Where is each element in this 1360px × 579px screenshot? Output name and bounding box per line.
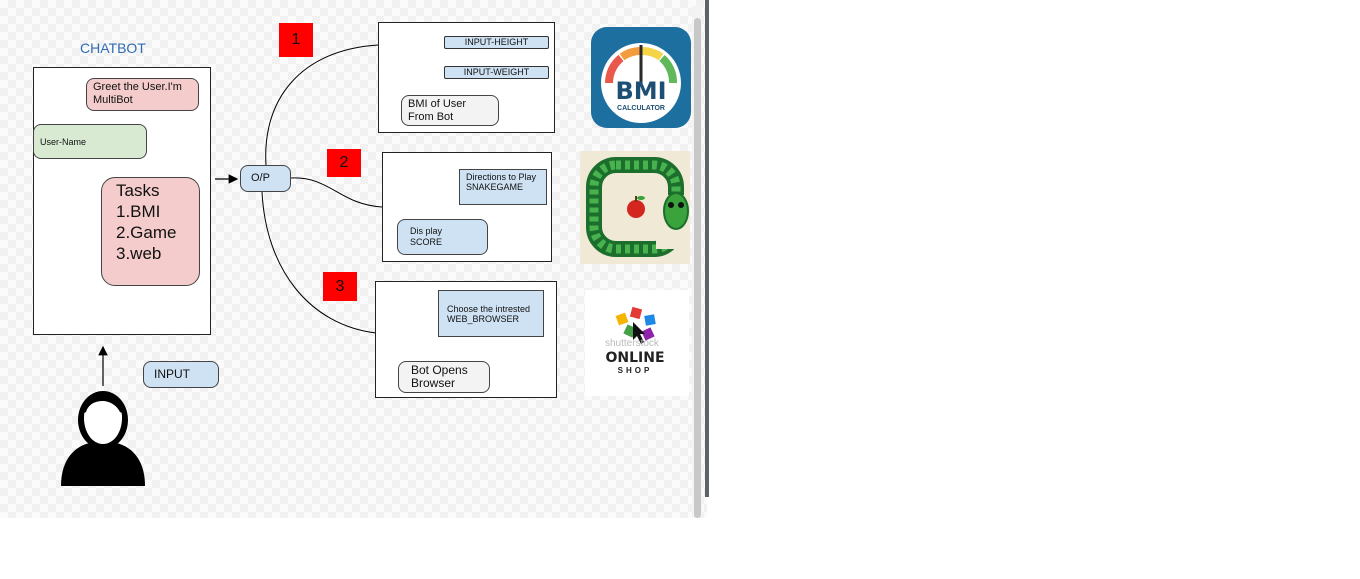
connector-layer (98, 44, 384, 386)
task-item-web: 3.web (116, 244, 162, 263)
diagram-canvas: CHATBOT Greet the User.I'm MultiBot User… (0, 0, 707, 518)
branch-badge-2: 2 (327, 149, 361, 177)
online-shop-icon: shutterstock ONLINE SHOP (585, 290, 689, 396)
game-directions-note: Directions to Play SNAKEGAME (459, 169, 547, 205)
branch-badge-3: 3 (323, 272, 357, 301)
task-item-game: 2.Game (116, 223, 177, 242)
choose-browser-note: Choose the intrested WEB_BROWSER (438, 290, 544, 337)
bmi-calculator-icon: BMI CALCULATOR (591, 27, 691, 128)
scrollbar-thumb[interactable] (694, 18, 701, 518)
shop-icon-subtitle: SHOP (617, 366, 653, 375)
window-edge (705, 0, 709, 497)
username-note: User-Name (33, 124, 147, 159)
output-node: O/P (240, 165, 291, 192)
connector-branch-3 (261, 191, 377, 334)
shop-watermark: shutterstock (605, 338, 659, 349)
connector-branch-2 (290, 177, 384, 208)
branch-badge-1: 1 (279, 23, 313, 57)
task-item-bmi: 1.BMI (116, 202, 161, 221)
connector-branch-1 (265, 44, 379, 166)
tasks-note: Tasks 1.BMI 2.Game 3.web (101, 177, 200, 286)
weight-input-field: INPUT-WEIGHT (444, 66, 549, 79)
shop-icon-title: ONLINE (605, 350, 665, 366)
bmi-result-note: BMI of User From Bot (401, 95, 499, 126)
bmi-icon-subtitle: CALCULATOR (617, 105, 665, 112)
browser-open-note: Bot Opens Browser (398, 361, 490, 393)
height-input-field: INPUT-HEIGHT (444, 36, 549, 49)
user-avatar-icon (61, 391, 145, 486)
input-note: INPUT (143, 361, 219, 388)
bmi-icon-title: BMI (615, 77, 667, 105)
greeting-note: Greet the User.I'm MultiBot (86, 78, 199, 111)
score-note: Dis play SCORE (397, 219, 488, 255)
chatbot-title: CHATBOT (80, 40, 146, 56)
snake-game-icon (580, 151, 690, 264)
tasks-heading: Tasks (116, 181, 160, 200)
